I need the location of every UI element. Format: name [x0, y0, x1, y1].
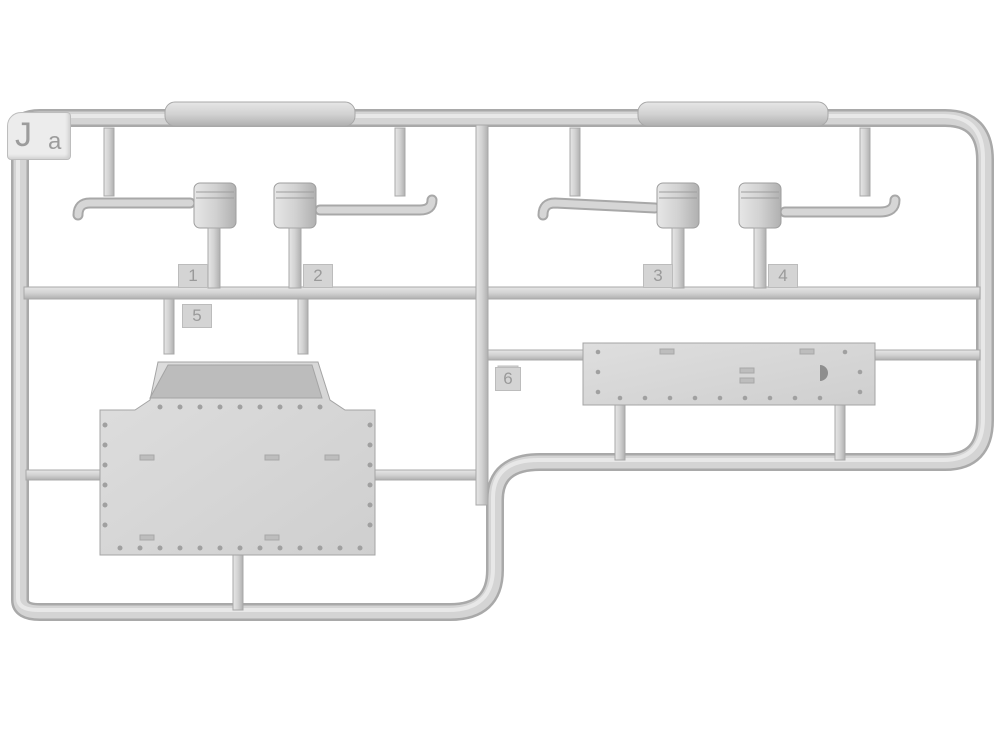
part-number-6: 6 — [495, 367, 521, 391]
hangers — [103, 127, 871, 197]
part-number-3: 3 — [643, 264, 673, 288]
part-number-4: 4 — [768, 264, 798, 288]
top-flash-bars — [164, 101, 829, 127]
sprue-letter-tab: J a — [7, 112, 71, 160]
sprue-sub-letter: a — [48, 128, 62, 155]
piston-part-2 — [273, 182, 317, 289]
part-number-1: 1 — [178, 264, 208, 288]
piston-part-1 — [193, 182, 237, 289]
plate-part-6 — [582, 342, 876, 406]
piston-arms — [72, 194, 901, 221]
piston-part-4 — [738, 182, 782, 289]
part-number-5: 5 — [182, 304, 212, 328]
piston-part-3 — [656, 182, 700, 289]
sprue-letter: J — [15, 116, 32, 154]
part-number-2: 2 — [303, 264, 333, 288]
plate-part-5 — [99, 298, 376, 556]
